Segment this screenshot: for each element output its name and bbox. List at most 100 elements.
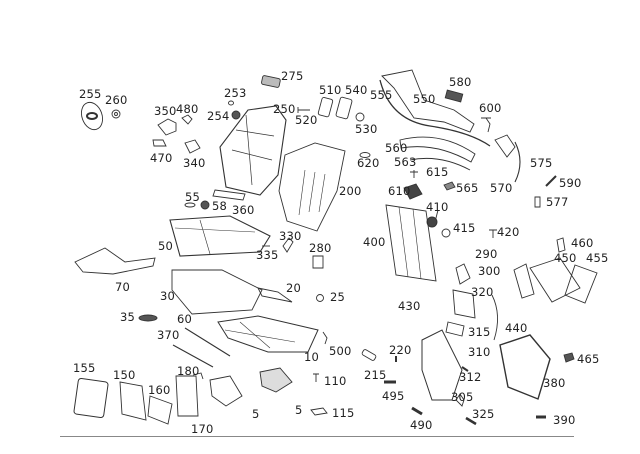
part-label-530: 530 <box>355 122 378 136</box>
part-540-icon <box>336 97 353 119</box>
part-label-563: 563 <box>394 155 417 169</box>
part-370-icon <box>173 345 213 367</box>
part-330-icon <box>283 238 293 252</box>
part-label-360: 360 <box>232 203 255 217</box>
part-10-icon <box>218 316 318 352</box>
baseline-divider <box>60 436 574 437</box>
part-label-170: 170 <box>191 422 214 436</box>
part-35-icon <box>139 315 157 321</box>
part-275-icon <box>261 75 280 88</box>
part-label-155: 155 <box>73 361 96 375</box>
part-465-icon <box>564 353 574 362</box>
part-600-icon <box>481 118 491 132</box>
part-label-215: 215 <box>364 368 387 382</box>
part-label-615: 615 <box>426 165 449 179</box>
part-label-30: 30 <box>160 289 176 303</box>
part-25-icon <box>317 295 324 302</box>
part-label-55: 55 <box>185 190 201 204</box>
part-label-312: 312 <box>459 370 482 384</box>
part-300-icon <box>456 264 470 284</box>
part-5b-icon <box>210 376 242 406</box>
part-20-icon <box>258 288 292 302</box>
part-label-495: 495 <box>382 389 405 403</box>
part-label-500: 500 <box>329 344 352 358</box>
part-label-25: 25 <box>330 290 346 304</box>
part-label-577: 577 <box>546 195 569 209</box>
part-label-5: 5 <box>252 407 260 421</box>
part-115-icon <box>311 408 327 415</box>
part-label-470: 470 <box>150 151 173 165</box>
part-label-305: 305 <box>451 390 474 404</box>
part-label-200: 200 <box>339 184 362 198</box>
part-160-icon <box>148 396 172 424</box>
part-label-150: 150 <box>113 368 136 382</box>
part-60-icon <box>185 328 230 356</box>
part-560-icon <box>400 137 475 162</box>
part-350-icon <box>158 119 176 135</box>
part-577-icon <box>535 197 540 207</box>
part-label-280: 280 <box>309 241 332 255</box>
part-5a-icon <box>260 368 292 392</box>
part-label-110: 110 <box>324 374 347 388</box>
part-500-icon <box>323 332 327 344</box>
part-label-520: 520 <box>295 113 318 127</box>
part-label-330: 330 <box>279 229 302 243</box>
part-label-250: 250 <box>273 102 296 116</box>
part-570-icon <box>495 135 515 157</box>
part-label-5: 5 <box>295 403 303 417</box>
part-555-icon <box>380 80 490 146</box>
part-215-icon <box>361 349 376 361</box>
part-label-555: 555 <box>370 88 393 102</box>
part-label-325: 325 <box>472 407 495 421</box>
part-label-460: 460 <box>571 236 594 250</box>
part-label-580: 580 <box>449 75 472 89</box>
part-415-icon <box>442 229 450 237</box>
part-455-icon <box>565 265 597 303</box>
part-260-icon <box>112 110 120 118</box>
part-label-380: 380 <box>543 376 566 390</box>
part-label-315: 315 <box>468 325 491 339</box>
part-label-450: 450 <box>554 251 577 265</box>
part-back-frame-icon <box>422 330 462 400</box>
part-280-icon <box>313 256 323 268</box>
part-253-icon <box>229 101 234 105</box>
part-label-420: 420 <box>497 225 520 239</box>
part-label-350: 350 <box>154 104 177 118</box>
part-label-50: 50 <box>158 239 174 253</box>
part-420-icon <box>489 230 497 238</box>
part-305-icon <box>456 394 464 406</box>
part-400-icon <box>386 205 436 281</box>
part-label-290: 290 <box>475 247 498 261</box>
part-155-icon <box>74 378 109 418</box>
part-label-35: 35 <box>120 310 136 324</box>
part-565-icon <box>444 182 455 190</box>
part-380-icon <box>500 335 550 399</box>
part-label-340: 340 <box>183 156 206 170</box>
part-58-icon <box>201 201 209 209</box>
part-label-60: 60 <box>177 312 193 326</box>
part-lumbar-mat-icon <box>530 258 580 302</box>
part-575-icon <box>515 142 520 182</box>
part-150-icon <box>120 382 146 420</box>
part-110-icon <box>313 374 319 382</box>
part-label-220: 220 <box>389 343 412 357</box>
part-label-400: 400 <box>363 235 386 249</box>
part-label-410: 410 <box>426 200 449 214</box>
part-label-390: 390 <box>553 413 576 427</box>
part-360-icon <box>213 190 245 200</box>
part-label-160: 160 <box>148 383 171 397</box>
part-label-465: 465 <box>577 352 600 366</box>
part-55-icon <box>185 203 195 207</box>
part-label-600: 600 <box>479 101 502 115</box>
part-label-565: 565 <box>456 181 479 195</box>
part-180-icon <box>193 373 203 379</box>
part-label-180: 180 <box>177 364 200 378</box>
part-label-300: 300 <box>478 264 501 278</box>
part-label-550: 550 <box>413 92 436 106</box>
part-label-310: 310 <box>468 345 491 359</box>
part-label-480: 480 <box>176 102 199 116</box>
part-label-10: 10 <box>304 350 320 364</box>
part-563-icon <box>410 158 470 170</box>
part-label-58: 58 <box>212 199 228 213</box>
